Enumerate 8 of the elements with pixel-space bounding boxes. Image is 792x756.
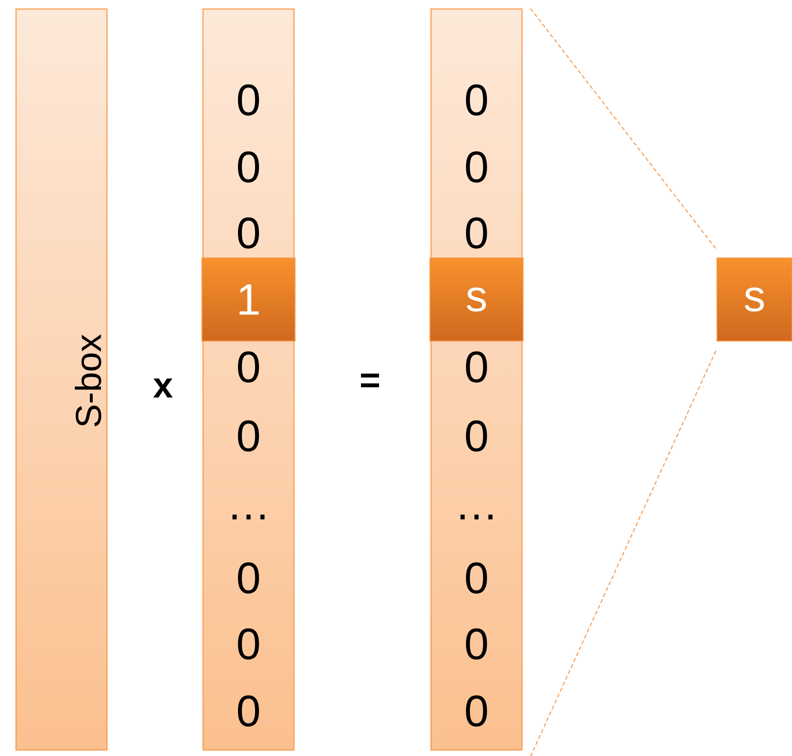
- output-cell: s: [716, 258, 792, 342]
- dashed-line: [530, 8, 717, 250]
- equals-sign: =: [360, 374, 380, 388]
- highlighted-cell: 1: [202, 258, 296, 342]
- dashed-line: [530, 349, 717, 756]
- multiply-sign: x: [153, 378, 173, 398]
- highlighted-cell: s: [430, 258, 524, 342]
- s-box-column: S-box: [16, 8, 108, 750]
